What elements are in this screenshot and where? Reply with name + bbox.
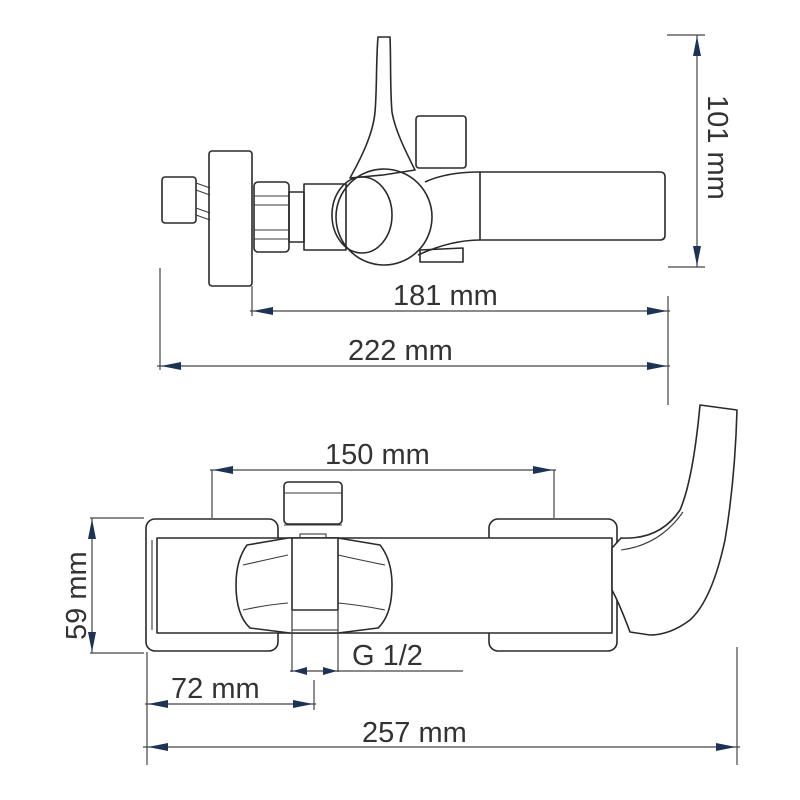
dim-label-height-top: 101 mm [701, 95, 733, 200]
diverter-knob [415, 115, 467, 169]
front-view: 150 mm 59 mm G 1/2 72 mm [61, 404, 740, 765]
body-stub [303, 183, 347, 251]
hex-nut [253, 181, 305, 253]
dimension-59: 59 mm [61, 517, 144, 654]
dim-label-181: 181 mm [393, 280, 498, 312]
dimension-101: 101 mm [667, 34, 733, 268]
dim-label-72: 72 mm [171, 673, 260, 705]
dim-label-59: 59 mm [61, 551, 93, 640]
dimension-222: 222 mm [157, 268, 670, 370]
dimension-181: 181 mm [250, 280, 670, 405]
lever-handle [349, 36, 416, 179]
dimension-257: 257 mm [143, 647, 740, 765]
dim-label-222: 222 mm [348, 335, 453, 367]
cartridge [335, 168, 433, 266]
diverter-knob-front [283, 481, 343, 525]
dimension-thread: G 1/2 [290, 610, 463, 675]
dim-label-thread: G 1/2 [352, 640, 423, 672]
cartridge-back [331, 176, 393, 254]
spout-front [611, 404, 738, 636]
eccentric-connector [161, 176, 211, 224]
dim-label-257: 257 mm [362, 717, 467, 749]
wall-flange [208, 150, 253, 287]
spout [479, 171, 666, 241]
dimension-150: 150 mm [210, 439, 556, 518]
dim-label-150: 150 mm [325, 439, 430, 471]
top-view: 101 mm 181 mm 222 mm [157, 34, 733, 405]
dimension-72: 72 mm [145, 652, 316, 765]
